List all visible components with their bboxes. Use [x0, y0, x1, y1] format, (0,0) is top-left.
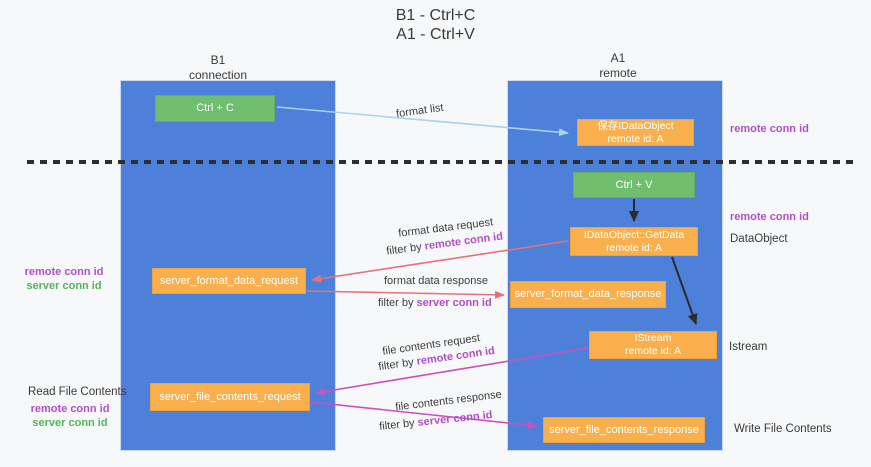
node-server-format-data-request: server_format_data_request [152, 268, 306, 294]
server-conn-id-text: server conn id [416, 409, 494, 429]
node-saved-idataobject: 保存IDataObject remote id: A [577, 119, 694, 146]
node-format-response-label: server_format_data_response [514, 288, 662, 300]
lane-b1-name: B1 [210, 53, 226, 67]
diagram-title: B1 - Ctrl+C A1 - Ctrl+V [0, 6, 871, 44]
filter-by-text: filter by [378, 297, 417, 309]
node-saved-idataobject-line1: 保存IDataObject [597, 119, 674, 132]
annotation-conn-ids-left-top: remote conn id server conn id [16, 265, 112, 293]
node-ctrl-c: Ctrl + C [155, 95, 275, 122]
filter-by-text: filter by [378, 416, 419, 433]
node-getdata-line2: remote id: A [605, 241, 663, 254]
lane-a1-name: A1 [610, 51, 626, 65]
annotation-remote-conn-id-top: remote conn id [730, 123, 809, 135]
diagram-title-line1: B1 - Ctrl+C [395, 7, 476, 24]
node-format-request-label: server_format_data_request [159, 274, 299, 287]
annotation-server-conn-id-left: server conn id [26, 280, 102, 292]
lane-header-a1: A1 remote [558, 51, 678, 81]
filter-by-text: filter by [377, 355, 418, 374]
node-saved-idataobject-line2: remote id: A [607, 132, 664, 145]
node-ctrl-v: Ctrl + V [573, 172, 695, 198]
annotation-server-conn-id-left2: server conn id [32, 417, 108, 429]
node-idataobject-getdata: IDataObject::GetData remote id: A [570, 227, 698, 256]
node-istream-line2: remote id: A [624, 345, 682, 357]
node-istream-line1: IStream [634, 332, 672, 344]
node-getdata-line1: IDataObject::GetData [583, 228, 685, 241]
annotation-read-file-contents: Read File Contents [28, 386, 127, 398]
label-format-data-response: format data response [384, 275, 488, 287]
node-file-response-label: server_file_contents_response [549, 423, 699, 436]
annotation-istream: Istream [729, 341, 768, 353]
format-data-response-arrow [306, 290, 505, 299]
annotation-remote-conn-id-left: remote conn id [24, 266, 104, 278]
diagram-title-line2: A1 - Ctrl+V [396, 26, 475, 43]
lane-header-b1: B1 connection [158, 53, 278, 83]
node-ctrl-c-label: Ctrl + C [196, 102, 234, 114]
lane-b1-role: connection [188, 68, 248, 82]
annotation-remote-conn-id-left2: remote conn id [30, 403, 110, 415]
node-ctrl-v-label: Ctrl + V [615, 178, 653, 191]
node-server-file-contents-response: server_file_contents_response [543, 417, 705, 443]
annotation-dataobject: DataObject [730, 233, 788, 245]
node-istream: IStream remote id: A [589, 331, 717, 359]
annotation-conn-ids-left-bottom: remote conn id server conn id [16, 402, 124, 430]
node-file-request-label: server_file_contents_request [159, 390, 301, 403]
annotation-write-file-contents: Write File Contents [734, 423, 832, 435]
label-filter-by-server-1: filter by server conn id [378, 297, 492, 309]
node-server-format-data-response: server_format_data_response [510, 281, 666, 308]
filter-by-text: filter by [385, 240, 426, 258]
label-format-list: format list [395, 101, 445, 121]
annotation-remote-conn-id-mid: remote conn id [730, 211, 809, 223]
node-server-file-contents-request: server_file_contents_request [150, 383, 310, 411]
server-conn-id-text: server conn id [416, 297, 492, 309]
lane-a1-role: remote [599, 66, 637, 80]
